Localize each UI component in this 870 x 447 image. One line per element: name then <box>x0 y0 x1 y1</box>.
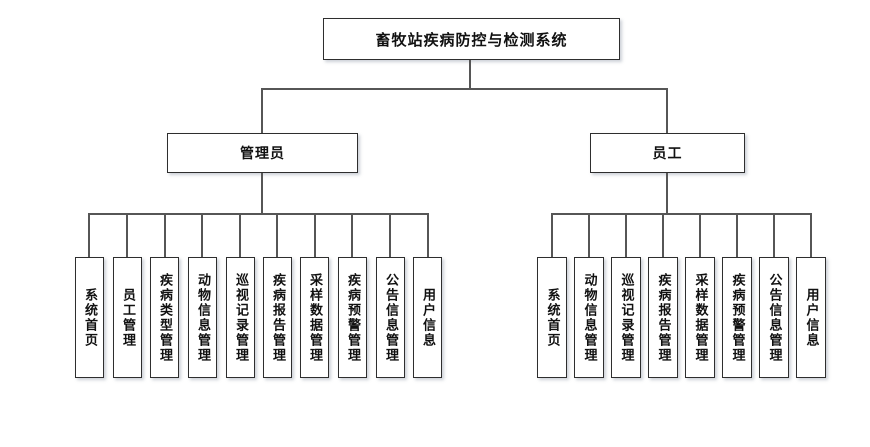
connector-employee-stub-3 <box>625 213 627 257</box>
connector-employee-stub-8 <box>810 213 812 257</box>
connector-admin-stub-1 <box>88 213 90 257</box>
connector-admin-stub-8 <box>351 213 353 257</box>
node-admin-notice-info: 公告信息管理 <box>376 257 405 378</box>
node-admin-disease-type: 疾病类型管理 <box>150 257 179 378</box>
node-emp-sample-data: 采样数据管理 <box>685 257 715 378</box>
connector-admin-stub-6 <box>276 213 278 257</box>
node-emp-patrol-record: 巡视记录管理 <box>611 257 641 378</box>
connector-admin-stub-3 <box>164 213 166 257</box>
connector-admin-stub-2 <box>126 213 128 257</box>
node-emp-disease-report: 疾病报告管理 <box>648 257 678 378</box>
node-admin-home: 系统首页 <box>75 257 104 378</box>
node-admin-staff-mgmt: 员工管理 <box>113 257 142 378</box>
connector-root-stem <box>469 60 471 89</box>
connector-drop-employee <box>666 88 668 133</box>
connector-drop-admin <box>261 88 263 133</box>
node-admin-sample-data: 采样数据管理 <box>300 257 329 378</box>
node-emp-home: 系统首页 <box>537 257 567 378</box>
node-emp-notice-info: 公告信息管理 <box>759 257 789 378</box>
node-emp-disease-alert: 疾病预警管理 <box>722 257 752 378</box>
connector-admin-bus <box>88 213 429 215</box>
connector-employee-stub-5 <box>699 213 701 257</box>
connector-employee-bus <box>551 213 812 215</box>
node-root-system: 畜牧站疾病防控与检测系统 <box>323 18 620 60</box>
connector-admin-stub-10 <box>427 213 429 257</box>
node-admin-disease-alert: 疾病预警管理 <box>338 257 367 378</box>
node-branch-admin: 管理员 <box>167 133 358 173</box>
node-admin-patrol-record: 巡视记录管理 <box>226 257 255 378</box>
node-admin-disease-report: 疾病报告管理 <box>263 257 292 378</box>
connector-level1-bus <box>261 88 668 90</box>
connector-admin-stub-5 <box>239 213 241 257</box>
connector-admin-stub-9 <box>389 213 391 257</box>
connector-employee-stub-4 <box>662 213 664 257</box>
connector-admin-stub-4 <box>201 213 203 257</box>
node-branch-employee: 员工 <box>590 133 745 173</box>
node-admin-user-info: 用户信息 <box>413 257 442 378</box>
connector-employee-stem <box>666 173 668 214</box>
connector-admin-stub-7 <box>314 213 316 257</box>
connector-employee-stub-2 <box>588 213 590 257</box>
connector-employee-stub-6 <box>736 213 738 257</box>
connector-admin-stem <box>261 173 263 214</box>
connector-employee-stub-7 <box>773 213 775 257</box>
connector-employee-stub-1 <box>551 213 553 257</box>
node-emp-animal-info: 动物信息管理 <box>574 257 604 378</box>
node-emp-user-info: 用户信息 <box>796 257 826 378</box>
node-admin-animal-info: 动物信息管理 <box>188 257 217 378</box>
